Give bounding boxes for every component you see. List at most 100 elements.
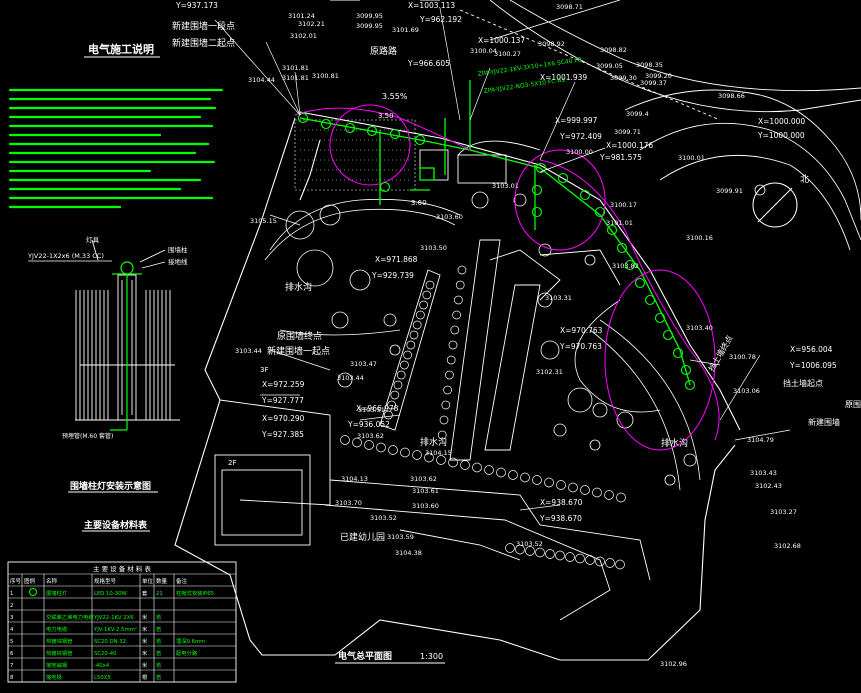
elevation-label: 3105.15 [250,217,277,225]
stepping-stone [436,455,446,465]
elevation-label: 3099.37 [640,79,667,87]
equipment-table-cell: 3 [10,615,13,621]
equipment-table-cell: 7 [10,663,13,669]
step-label-2: 3.60 [411,199,427,207]
drain-label-1: 排水沟 [285,281,312,293]
plan-scale: 1:300 [420,652,443,661]
stepping-stone [555,550,565,561]
elevation-label: 3100.78 [729,353,756,361]
detail-ground-label: 接地线 [168,257,188,266]
coordinate-label: X=938.670 [540,498,583,507]
design-notes-title: 电气施工说明 [88,42,154,56]
coordinate-label: X=1000.176 [606,141,653,150]
wall-lamp-fixture [654,312,666,324]
stepping-stone [585,555,595,565]
stepping-stone [448,340,458,350]
elevation-label: 3103.44 [235,347,262,355]
coordinate-label: Y=962.192 [419,15,462,24]
stepping-stone [450,325,460,335]
stepping-stone [515,544,525,555]
tree-symbol [296,249,334,287]
equipment-table-column-header: 序号 [10,577,22,585]
elevation-label: 3099.30 [610,74,637,82]
stepping-stone [387,400,396,410]
wall-lamp-fixture [684,379,696,391]
tree-symbol [540,340,560,360]
stepping-stone [446,355,456,365]
equipment-table-cell: 柱帽式安装IP65 [176,589,214,597]
coordinate-label: X=970.763 [560,326,603,335]
tree-symbol [754,184,766,196]
coordinate-label: X=972.259 [262,380,305,389]
stepping-stone [388,445,398,455]
stepping-stone [568,482,578,493]
coordinate-label: X=1000.137 [478,36,525,45]
stepping-stone [364,440,374,450]
road-label: 原路路 [370,45,397,57]
equipment-table-column-header: 备注 [176,577,188,585]
tree-symbol [664,474,676,486]
elevation-label: 3100.27 [494,50,521,58]
site-boundary [174,111,741,661]
wall-lamp-fixture [531,206,543,218]
wall-lamp-fixture [531,184,543,196]
equipment-table-cell: SC20-40 [94,651,117,657]
stepping-stone [565,552,575,562]
equipment-table-cell: 若 [156,637,162,645]
tree-symbol [389,344,401,356]
stepping-stone [544,477,554,488]
equipment-table-cell: 若 [156,661,162,669]
detail-title: 围墙柱灯安装示意图 [70,480,151,492]
tree-symbol [537,292,553,308]
elevation-label: 3100.16 [686,234,713,242]
elevation-label: 3103.60 [436,213,463,221]
stepping-stone [412,450,422,460]
elevation-label: 3101.81 [282,74,309,82]
elevation-label: 3103.70 [335,499,362,507]
stepping-stone [437,430,447,440]
stepping-stone [484,465,494,475]
equipment-table-cell: 21 [156,591,163,597]
equipment-table-cell: 米 [142,637,148,645]
elevation-label: 3103.82 [612,262,639,270]
tree-symbol [349,269,371,291]
elevation-label: 3103.62 [357,432,384,440]
drain-curves [264,198,701,491]
elevation-label: 3102.31 [536,368,563,376]
stepping-stone [396,370,406,380]
stepping-stone [424,452,434,463]
coordinate-label: X=971.868 [375,255,418,264]
elevation-label: 3103.59 [387,533,414,541]
stepping-stone [445,370,454,380]
road-linework [330,0,861,251]
elevation-label: 3103.47 [350,360,377,368]
stepping-stone [457,265,467,275]
stepping-stone [496,467,506,478]
equipment-table-cell: 若 [156,613,162,621]
coordinate-label: Y=936.052 [347,420,390,429]
floor-label-2f: 2F [228,459,236,467]
coordinate-label: X=999.997 [555,116,598,125]
elevation-label: 3098.92 [538,40,565,48]
stepping-stone [532,475,542,485]
stepping-stone [376,442,386,453]
stepping-stone [412,320,422,330]
equipment-table-cell: L50X5 [94,675,111,681]
cable-note-2: ZPA-YJV22-NO3-5X10 FC-A1 [483,77,566,95]
elevation-label: 3103.43 [750,469,777,477]
equipment-table-cell: 若 [156,673,162,681]
elevation-label: 3103.51 [358,406,385,414]
stepping-stone [520,472,530,483]
equipment-table-cell: 埋深0.6mm [176,637,205,645]
stepping-stone [340,435,350,445]
plan-title: 电气总平面图 [338,650,392,662]
elevation-label: 3099.91 [716,187,743,195]
wall-label-new-section1-b: 新建围墙一起点 [267,345,330,357]
stepping-stone [505,543,515,553]
wall-lamp-fixture [662,329,674,341]
stepping-stone [448,457,458,468]
tree-symbol [553,423,567,437]
